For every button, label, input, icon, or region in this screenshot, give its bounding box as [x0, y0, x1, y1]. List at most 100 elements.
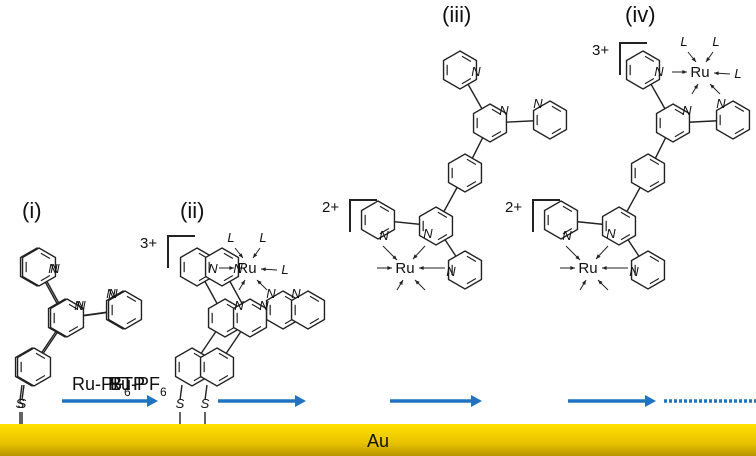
coordination-arrowhead — [257, 280, 262, 285]
reaction-arrowhead — [295, 395, 306, 407]
nitrogen-atom: N — [533, 96, 543, 111]
ligand-label: L — [281, 262, 288, 277]
coordination-arrowhead — [581, 280, 586, 285]
reaction-arrowhead — [645, 395, 656, 407]
double-bond — [734, 128, 745, 135]
double-bond — [379, 205, 390, 212]
nitrogen-atom: N — [266, 286, 276, 301]
double-bond — [68, 326, 79, 333]
double-bond — [68, 303, 79, 310]
ruthenium-atom: Ru — [237, 260, 256, 277]
double-bond — [620, 234, 631, 241]
coordination-arrowhead — [238, 253, 243, 258]
nitrogen-atom: N — [682, 103, 692, 118]
coordination-arrowhead — [706, 57, 711, 62]
nitrogen-atom: N — [76, 298, 86, 313]
double-bond — [437, 211, 448, 218]
double-bond — [649, 278, 660, 285]
double-bond — [674, 131, 685, 138]
coordination-arrowhead — [682, 70, 687, 74]
double-bond — [126, 318, 137, 325]
nitrogen-atom: N — [654, 64, 664, 79]
double-bond — [620, 211, 631, 218]
charge-label: 2+ — [322, 199, 339, 216]
nitrogen-atom: N — [48, 261, 58, 276]
stage-label-iv: (iv) — [625, 2, 656, 27]
single-bond — [179, 384, 183, 401]
charge-label: 3+ — [592, 42, 609, 59]
double-bond — [649, 255, 660, 262]
sulfur-atom: S — [201, 396, 210, 411]
ligand-label: L — [259, 230, 266, 245]
reagent-label: Ru-PF6 — [72, 374, 131, 399]
coordination-arrowhead — [710, 84, 715, 89]
coordination-arrowhead — [691, 57, 696, 62]
ruthenium-atom: Ru — [690, 64, 709, 81]
coordination-arrowhead — [602, 266, 607, 270]
double-bond — [644, 78, 655, 85]
double-bond — [491, 131, 502, 138]
nitrogen-atom: N — [208, 261, 218, 276]
nitrogen-atom: N — [233, 261, 243, 276]
double-bond — [309, 295, 320, 302]
coordination-arrowhead — [598, 280, 603, 285]
double-bond — [466, 158, 477, 165]
reagent-subscript: 6 — [124, 385, 131, 399]
double-bond — [466, 278, 477, 285]
nitrogen-atom: N — [423, 226, 433, 241]
pyridine-ring — [360, 200, 396, 240]
nitrogen-atom: N — [259, 298, 269, 313]
ruthenium-atom: Ru — [578, 260, 597, 277]
coordination-arrowhead — [415, 280, 420, 285]
double-bond — [674, 108, 685, 115]
nitrogen-atom: N — [106, 286, 116, 301]
nitrogen-atom: N — [562, 228, 572, 243]
coordination-arrowhead — [413, 254, 418, 259]
sulfur-atom: S — [176, 396, 185, 411]
reagent-label: Ru-PF6 — [108, 374, 167, 399]
double-bond — [437, 234, 448, 241]
nitrogen-atom: N — [471, 64, 481, 79]
double-bond — [251, 326, 262, 333]
coordination-arrowhead — [570, 266, 575, 270]
double-bond — [649, 181, 660, 188]
double-bond — [551, 128, 562, 135]
nitrogen-atom: N — [74, 298, 84, 313]
reagent-label: BTP — [110, 374, 145, 394]
reaction-arrowhead — [471, 395, 482, 407]
ligand-label: L — [734, 66, 741, 81]
single-bond — [19, 384, 23, 401]
nitrogen-atom: N — [716, 96, 726, 111]
coordination-arrowhead — [240, 280, 245, 285]
reagent-name: BTP — [110, 374, 145, 394]
coordination-arrowhead — [714, 71, 719, 76]
nitrogen-atom: N — [499, 103, 509, 118]
stage-label-i: (i) — [22, 198, 42, 223]
nitrogen-atom: N — [291, 286, 301, 301]
double-bond — [562, 228, 573, 235]
double-bond — [223, 275, 234, 282]
coordination-arrowhead — [253, 253, 258, 258]
ligand-label: L — [680, 34, 687, 49]
double-bond — [461, 55, 472, 62]
reagent-name: Ru-PF — [108, 374, 160, 394]
double-bond — [223, 252, 234, 259]
phenyl-ring — [199, 347, 235, 387]
coordination-arrowhead — [387, 266, 392, 270]
charge-bracket — [167, 235, 195, 268]
double-bond — [379, 228, 390, 235]
double-bond — [218, 352, 229, 359]
substrate-label: Au — [367, 431, 389, 451]
double-bond — [35, 352, 46, 359]
nitrogen-atom: N — [379, 228, 389, 243]
nitrogen-atom: N — [108, 286, 118, 301]
reagent-name: BTP — [110, 374, 145, 394]
ruthenium-atom: Ru — [395, 260, 414, 277]
coordination-arrowhead — [261, 267, 266, 272]
coordination-arrowhead — [392, 255, 397, 260]
double-bond — [562, 205, 573, 212]
ligand-label: L — [712, 34, 719, 49]
double-bond — [734, 105, 745, 112]
double-bond — [644, 55, 655, 62]
